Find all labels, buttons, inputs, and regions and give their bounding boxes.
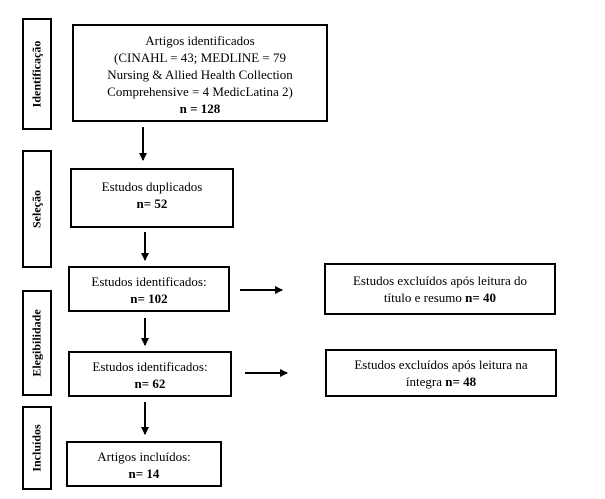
stage-incluidos: Incluídos <box>22 406 52 490</box>
identified-line4: Comprehensive = 4 MedicLatina 2) <box>107 84 293 99</box>
identified-line2: (CINAHL = 43; MEDLINE = 79 <box>114 50 286 65</box>
identified-line3: Nursing & Allied Health Collection <box>107 67 293 82</box>
studies-62-count: n= 62 <box>134 376 166 391</box>
studies-102-label: Estudos identificados: <box>91 274 207 289</box>
excluded-full-line1: Estudos excluídos após leitura na <box>354 357 528 372</box>
excluded-full-line2-wrap: íntegra n= 48 <box>327 373 555 390</box>
excluded-title-line2-wrap: título e resumo n= 40 <box>326 289 554 306</box>
stage-selecao: Seleção <box>22 150 52 268</box>
studies-62-label: Estudos identificados: <box>92 359 208 374</box>
box-included: Artigos incluídos: n= 14 <box>66 441 222 487</box>
box-excluded-full: Estudos excluídos após leitura na íntegr… <box>325 349 557 397</box>
identified-count: n = 128 <box>179 101 221 116</box>
excluded-full-count: n= 48 <box>445 374 477 389</box>
excluded-title-count: n= 40 <box>465 290 497 305</box>
duplicates-count: n= 52 <box>136 196 168 211</box>
box-studies-102: Estudos identificados: n= 102 <box>68 266 230 312</box>
duplicates-label: Estudos duplicados <box>101 179 203 194</box>
studies-102-count: n= 102 <box>130 291 168 306</box>
box-duplicates: Estudos duplicados n= 52 <box>70 168 234 228</box>
included-label: Artigos incluídos: <box>97 449 191 464</box>
stage-identificacao: Identificação <box>22 18 52 130</box>
stage-elegibilidade: Elegibilidade <box>22 290 52 396</box>
included-count: n= 14 <box>128 466 160 481</box>
box-studies-62: Estudos identificados: n= 62 <box>68 351 232 397</box>
excluded-full-line2: íntegra <box>405 374 442 389</box>
identified-line1: Artigos identificados <box>145 33 255 48</box>
box-articles-identified: Artigos identificados (CINAHL = 43; MEDL… <box>72 24 328 122</box>
excluded-title-line2: título e resumo <box>383 290 462 305</box>
excluded-title-line1: Estudos excluídos após leitura do <box>352 273 528 288</box>
box-excluded-title: Estudos excluídos após leitura do título… <box>324 263 556 315</box>
